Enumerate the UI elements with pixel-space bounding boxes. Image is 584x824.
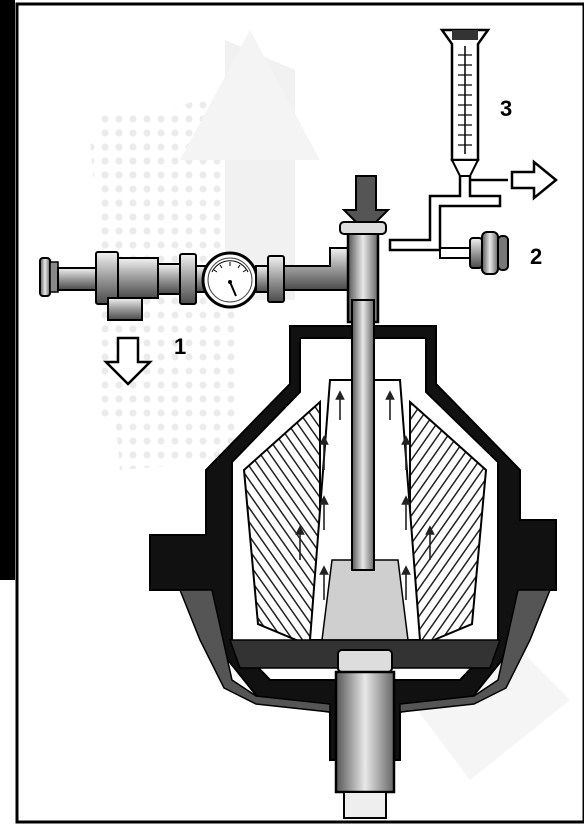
- callout-2: 2: [530, 244, 543, 269]
- callout-1: 1: [174, 334, 187, 359]
- arrow-down-outline-icon: [102, 336, 154, 386]
- spindle: [334, 670, 396, 794]
- callout-3: 3: [500, 96, 513, 121]
- outer-frame: [15, 2, 584, 824]
- outlet-assembly: [388, 28, 558, 275]
- left-black-bar: [0, 0, 15, 580]
- pressure-gauge-icon: [201, 251, 259, 309]
- inlet-pipe-assembly: [39, 247, 351, 321]
- centrifuge-body: [149, 221, 557, 819]
- arrow-right-outline-icon: [510, 159, 558, 201]
